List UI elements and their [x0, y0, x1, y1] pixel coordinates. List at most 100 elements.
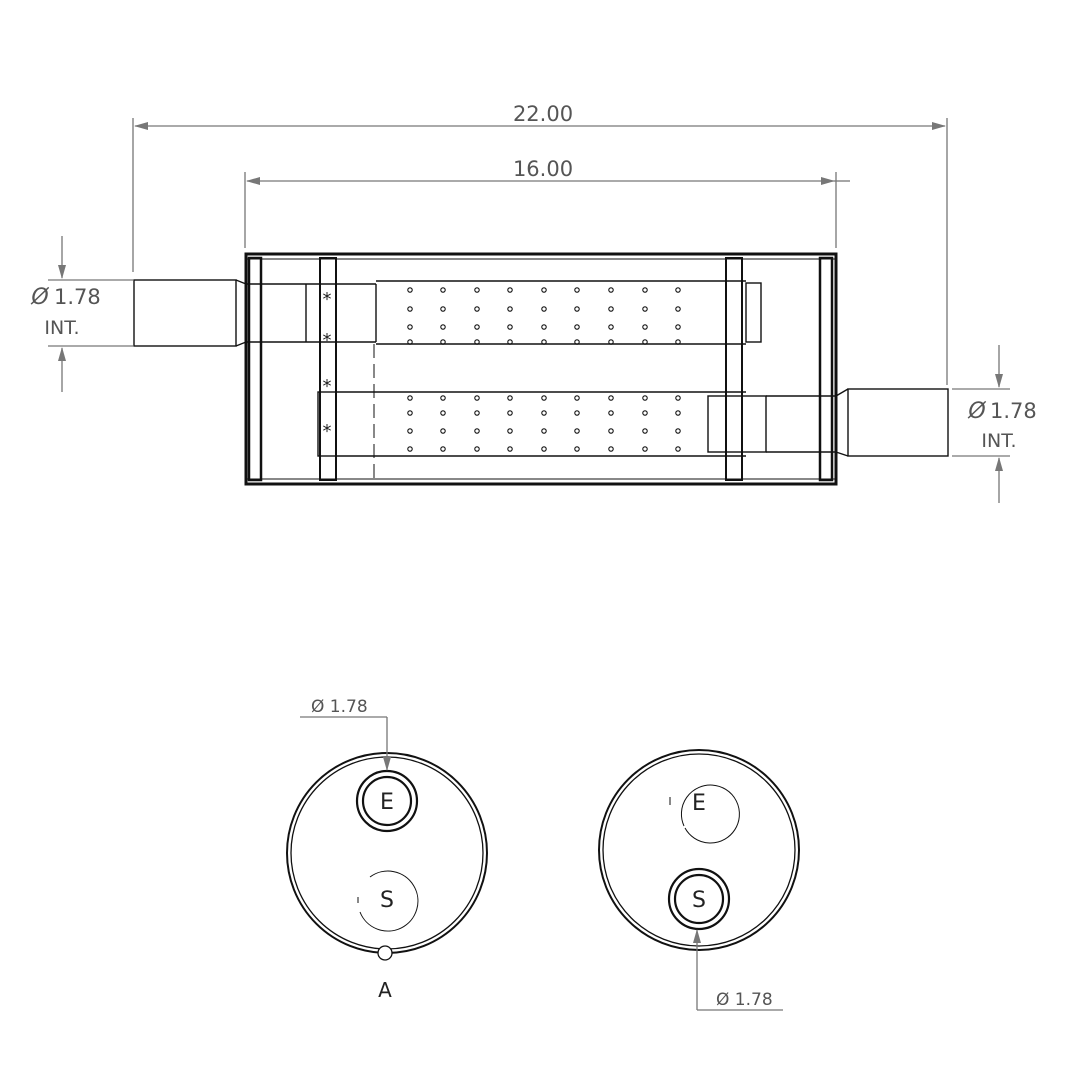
perforation-hole: [507, 446, 513, 452]
perforation-hole: [675, 339, 681, 345]
outlet-view-port-s-label: S: [692, 888, 706, 913]
perforation-hole: [507, 306, 513, 312]
perforation-hole: [440, 306, 446, 312]
inlet-pipe: [133, 279, 377, 347]
perforation-hole: [440, 446, 446, 452]
perforation-hole: [407, 428, 413, 434]
perforation-hole: [440, 395, 446, 401]
perforation-hole: [608, 395, 614, 401]
reference-label: A: [378, 978, 392, 1002]
inlet-diameter-value: 1.78: [54, 285, 101, 309]
weld-mark-1: *: [323, 289, 332, 310]
perforation-hole: [574, 287, 580, 293]
perforation-hole: [608, 410, 614, 416]
perforation-hole: [675, 395, 681, 401]
perforation-hole: [507, 410, 513, 416]
perforation-hole: [574, 446, 580, 452]
perforation-hole: [440, 410, 446, 416]
perforation-hole: [642, 306, 648, 312]
overall-length-dimension: [132, 118, 948, 385]
perforation-hole: [675, 306, 681, 312]
perforation-hole: [474, 324, 480, 330]
perforation-hole: [541, 395, 547, 401]
perforation-hole: [507, 324, 513, 330]
weld-mark-2: *: [323, 330, 332, 351]
perforation-holes: [407, 287, 681, 452]
perforation-hole: [474, 395, 480, 401]
perforation-hole: [507, 339, 513, 345]
body-length-dimension: [244, 172, 850, 248]
perforation-hole: [474, 339, 480, 345]
weld-mark-4: *: [323, 421, 332, 442]
inlet-diameter-dimension: [48, 236, 133, 392]
perforation-hole: [642, 395, 648, 401]
perforation-hole: [474, 287, 480, 293]
outlet-diameter-value: 1.78: [990, 399, 1037, 423]
end-view-inlet-shell: [286, 752, 488, 954]
perforation-hole: [407, 306, 413, 312]
perforation-hole: [608, 287, 614, 293]
outlet-diameter-dimension: [952, 345, 1010, 503]
outlet-view-port-e-label: E: [692, 791, 706, 816]
outlet-view-diameter-leader: [693, 929, 783, 1011]
perforation-hole: [407, 324, 413, 330]
inlet-view-port-s-label: S: [380, 888, 394, 913]
muffler-shell: [244, 252, 838, 486]
inlet-diameter-symbol: Ø: [30, 285, 49, 310]
perforation-hole: [440, 339, 446, 345]
overall-length-label: 22.00: [513, 102, 573, 126]
perforation-hole: [474, 306, 480, 312]
inlet-view-diameter-leader: [300, 716, 391, 771]
perforation-hole: [541, 410, 547, 416]
perforation-hole: [608, 306, 614, 312]
perforation-hole: [407, 339, 413, 345]
perforation-hole: [574, 395, 580, 401]
baffles: [247, 256, 834, 482]
perforation-hole: [642, 446, 648, 452]
perforation-hole: [407, 446, 413, 452]
perforation-hole: [675, 410, 681, 416]
outlet-pipe: [766, 388, 949, 457]
perforation-hole: [608, 324, 614, 330]
perforation-hole: [642, 287, 648, 293]
perforation-hole: [541, 339, 547, 345]
outlet-view-port-e: E: [669, 784, 740, 844]
perforation-hole: [541, 324, 547, 330]
perforation-hole: [440, 324, 446, 330]
side-view: 22.00 16.00 Ø 1.78 INT. Ø 1.78 INT.: [30, 102, 1037, 503]
perforation-hole: [507, 395, 513, 401]
perforation-hole: [675, 428, 681, 434]
perforation-hole: [407, 287, 413, 293]
inlet-view-port-s: S: [357, 870, 419, 932]
reference-circle: [377, 945, 393, 961]
perforation-hole: [574, 339, 580, 345]
inlet-view-port-e: E: [355, 769, 419, 833]
perforation-hole: [541, 428, 547, 434]
perforation-hole: [541, 287, 547, 293]
weld-mark-3: *: [323, 376, 332, 397]
perforation-hole: [642, 339, 648, 345]
lower-perforated-tube: [317, 391, 767, 457]
perforation-hole: [474, 410, 480, 416]
perforation-hole: [407, 410, 413, 416]
perforation-hole: [474, 428, 480, 434]
perforation-hole: [675, 287, 681, 293]
perforation-hole: [507, 428, 513, 434]
perforation-hole: [541, 446, 547, 452]
perforation-hole: [642, 428, 648, 434]
perforation-hole: [541, 306, 547, 312]
perforation-hole: [642, 324, 648, 330]
body-length-label: 16.00: [513, 157, 573, 181]
perforation-hole: [574, 410, 580, 416]
perforation-hole: [507, 287, 513, 293]
perforation-hole: [440, 428, 446, 434]
perforation-hole: [440, 287, 446, 293]
inlet-view-port-e-label: E: [380, 790, 394, 815]
end-view-outlet: E S Ø 1.78: [598, 749, 800, 1011]
perforation-hole: [574, 428, 580, 434]
perforation-hole: [608, 339, 614, 345]
outlet-diameter-symbol: Ø: [967, 399, 986, 424]
perforation-hole: [574, 324, 580, 330]
perforation-hole: [608, 428, 614, 434]
